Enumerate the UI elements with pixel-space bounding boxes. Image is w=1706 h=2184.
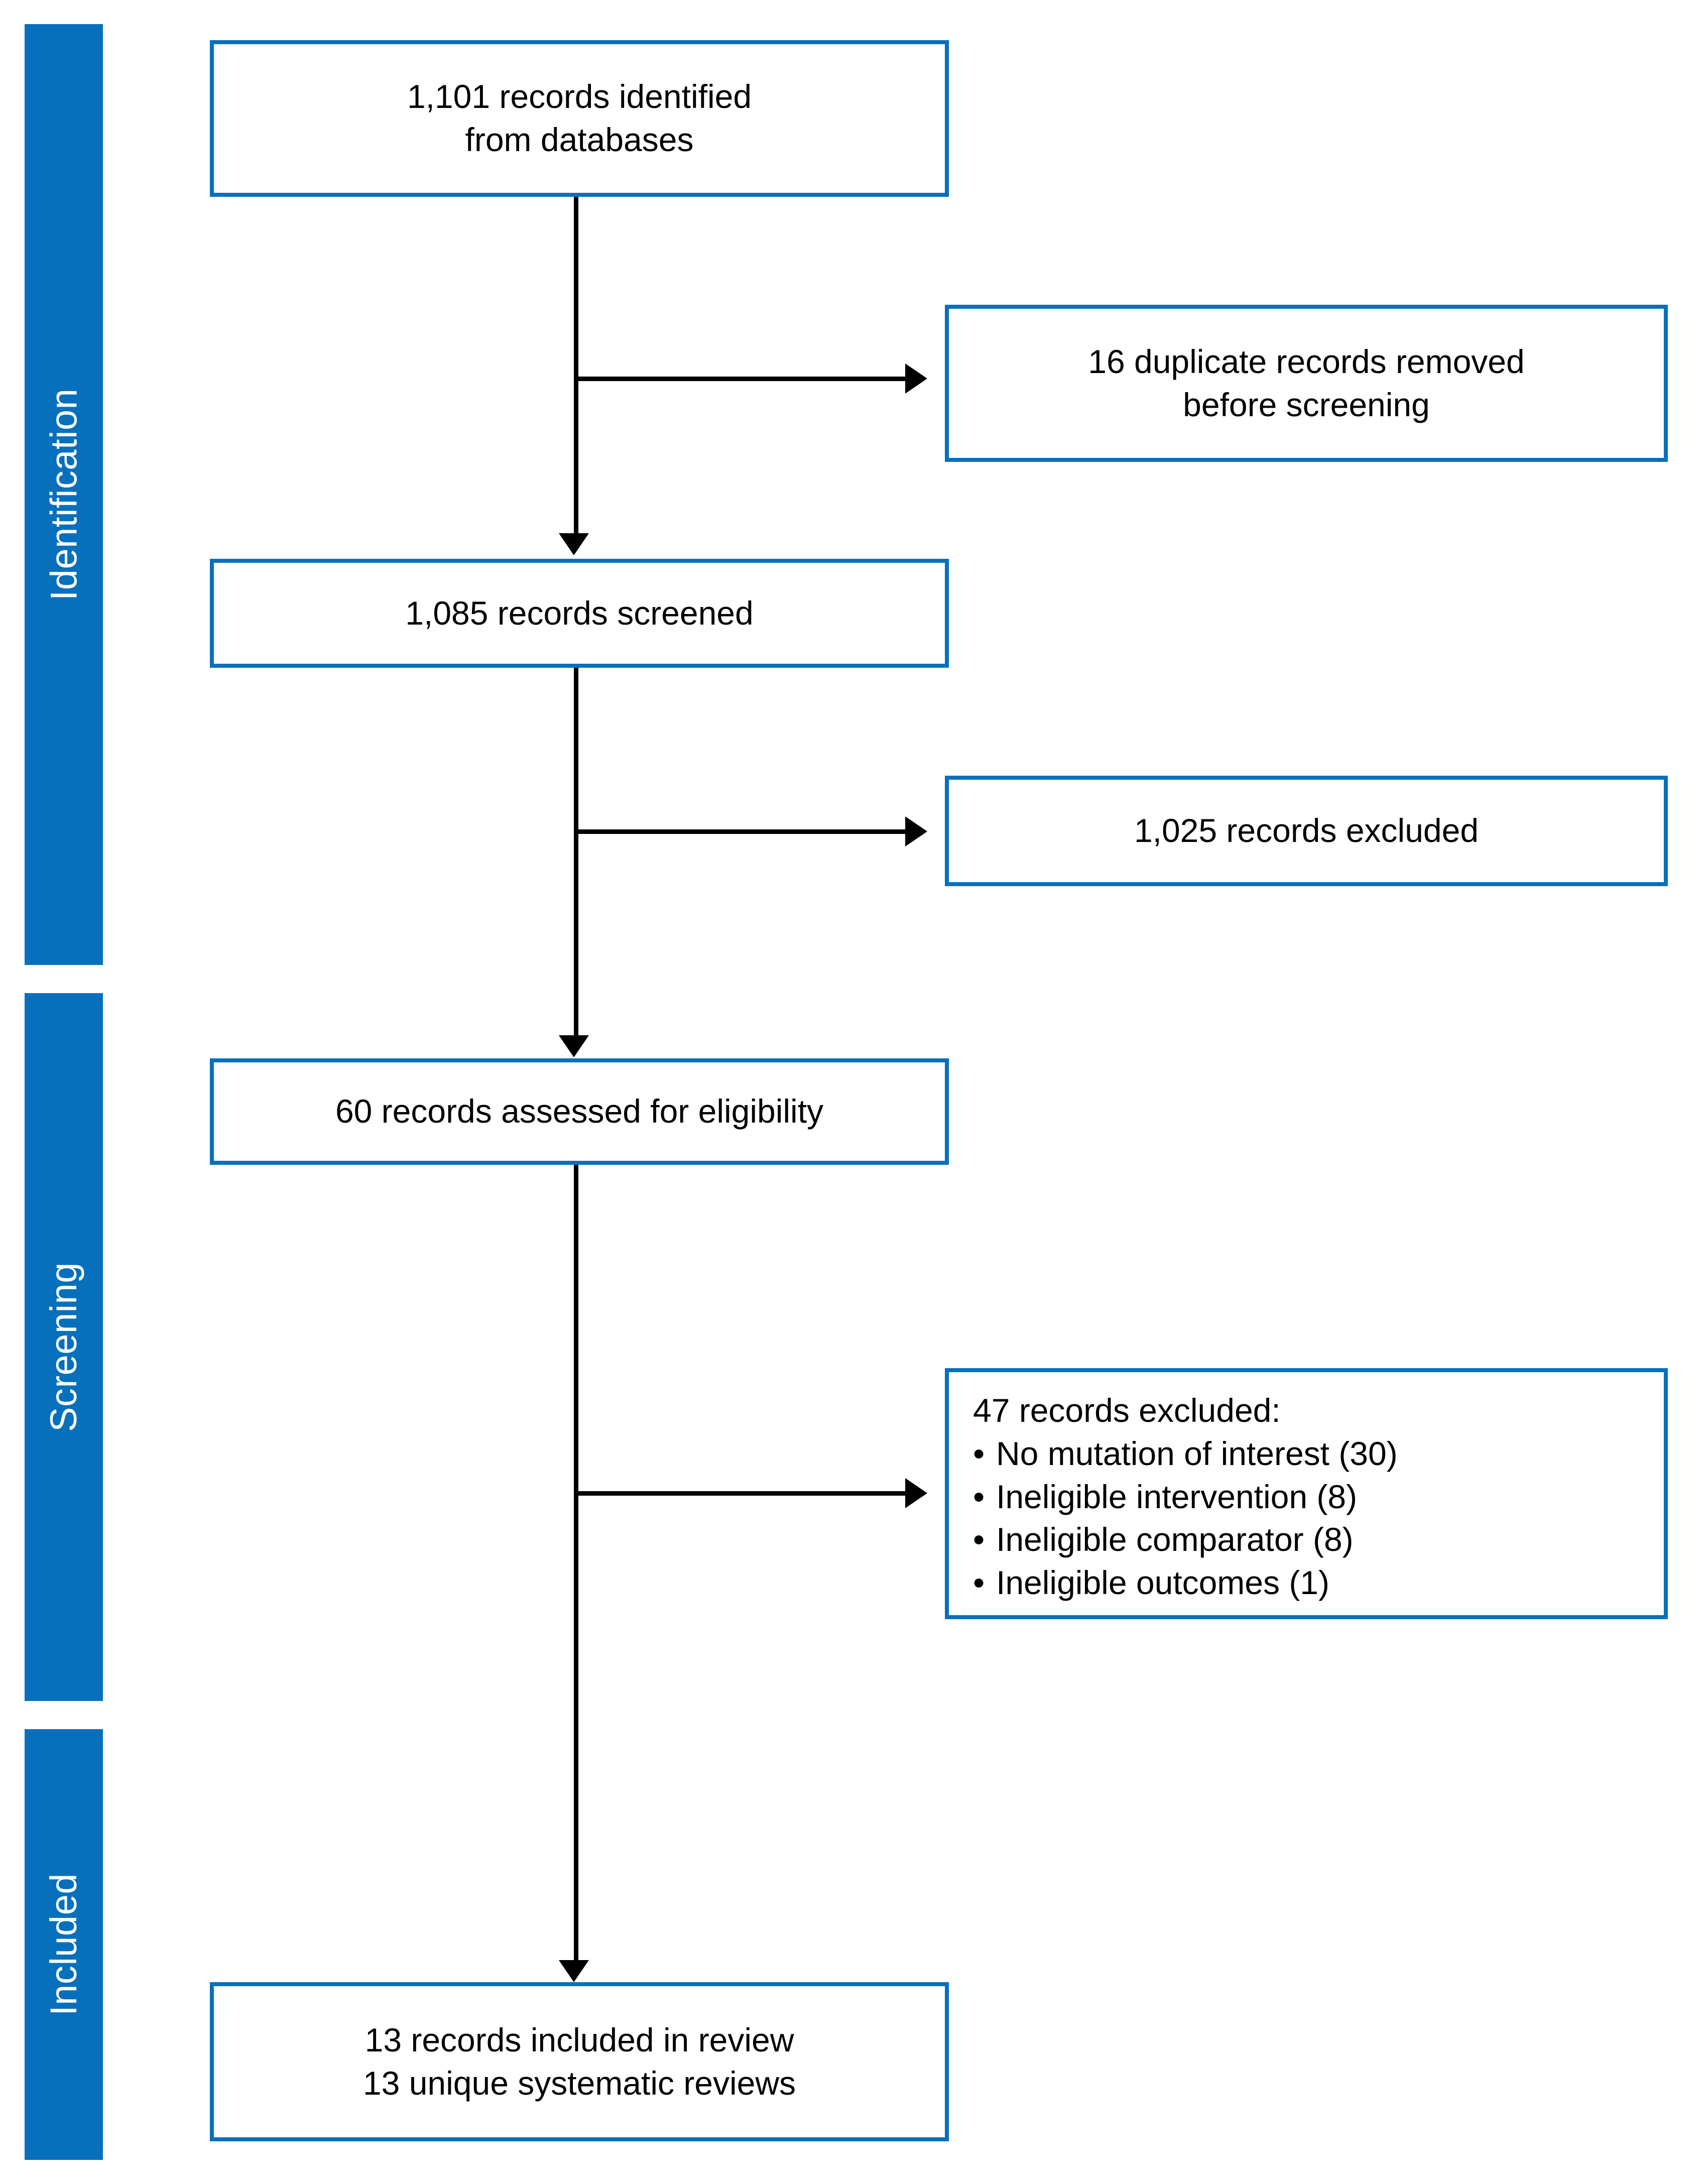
list-item: • Ineligible intervention (8) (973, 1476, 1398, 1519)
stage-label-identification: Identification (43, 388, 84, 601)
arrow-right-icon-duplicates (905, 363, 927, 394)
bullet-icon: • (973, 1434, 985, 1472)
stage-label-included: Included (43, 1873, 84, 2016)
box-duplicate-records-removed-line2: before screening (1183, 386, 1430, 423)
list-item: • Ineligible comparator (8) (973, 1518, 1398, 1561)
box-records-screened: 1,085 records screened (210, 559, 949, 668)
connector-screened-to-excluded (576, 829, 905, 834)
bullet-icon: • (973, 1521, 985, 1558)
box-records-identified-line1: 1,101 records identified (407, 78, 752, 115)
box-duplicate-records-removed: 16 duplicate records removed before scre… (945, 305, 1668, 462)
box-records-excluded-detail: 47 records excluded: • No mutation of in… (945, 1368, 1668, 1619)
box-records-identified-line2: from databases (465, 121, 694, 158)
box-records-excluded-line1: 1,025 records excluded (1134, 812, 1479, 850)
list-item: • No mutation of interest (30) (973, 1432, 1398, 1476)
box-records-excluded-detail-heading: 47 records excluded: (973, 1392, 1281, 1429)
box-records-screened-line1: 1,085 records screened (405, 594, 754, 632)
arrow-right-icon-excluded-detail (905, 1478, 927, 1508)
connector-identified-to-screened (574, 197, 578, 533)
excluded-reason-label: Ineligible comparator (8) (996, 1521, 1354, 1558)
box-duplicate-records-removed-line1: 16 duplicate records removed (1088, 342, 1525, 380)
stage-label-screening: Screening (43, 1262, 84, 1432)
excluded-reason-label: Ineligible intervention (8) (996, 1478, 1358, 1515)
box-records-assessed-for-eligibility: 60 records assessed for eligibility (210, 1058, 949, 1165)
connector-screened-to-eligibility (574, 668, 578, 1035)
bullet-icon: • (973, 1478, 985, 1515)
box-records-included: 13 records included in review 13 unique … (210, 1982, 949, 2141)
arrow-down-icon-eligibility (559, 1035, 589, 1057)
excluded-reason-label: Ineligible outcomes (1) (996, 1564, 1329, 1602)
box-records-assessed-for-eligibility-line1: 60 records assessed for eligibility (335, 1093, 824, 1130)
box-records-included-line1: 13 records included in review (364, 2021, 794, 2058)
stage-bar-identification: Identification (25, 24, 103, 965)
arrow-down-icon-included (559, 1960, 589, 1982)
excluded-reason-label: No mutation of interest (30) (996, 1434, 1398, 1472)
box-records-excluded: 1,025 records excluded (945, 776, 1668, 886)
bullet-icon: • (973, 1564, 985, 1602)
box-records-included-line2: 13 unique systematic reviews (362, 2064, 796, 2102)
arrow-right-icon-excluded (905, 816, 927, 846)
connector-eligibility-to-excluded-detail (576, 1491, 905, 1496)
list-item: • Ineligible outcomes (1) (973, 1561, 1398, 1605)
connector-identified-to-duplicates (576, 377, 905, 381)
box-records-identified: 1,101 records identified from databases (210, 40, 949, 197)
excluded-reason-list: • No mutation of interest (30) • Ineligi… (973, 1432, 1398, 1605)
stage-bar-included: Included (25, 1729, 103, 2160)
connector-eligibility-to-included (574, 1165, 578, 1960)
arrow-down-icon-screened (559, 533, 589, 555)
stage-bar-screening: Screening (25, 993, 103, 1701)
